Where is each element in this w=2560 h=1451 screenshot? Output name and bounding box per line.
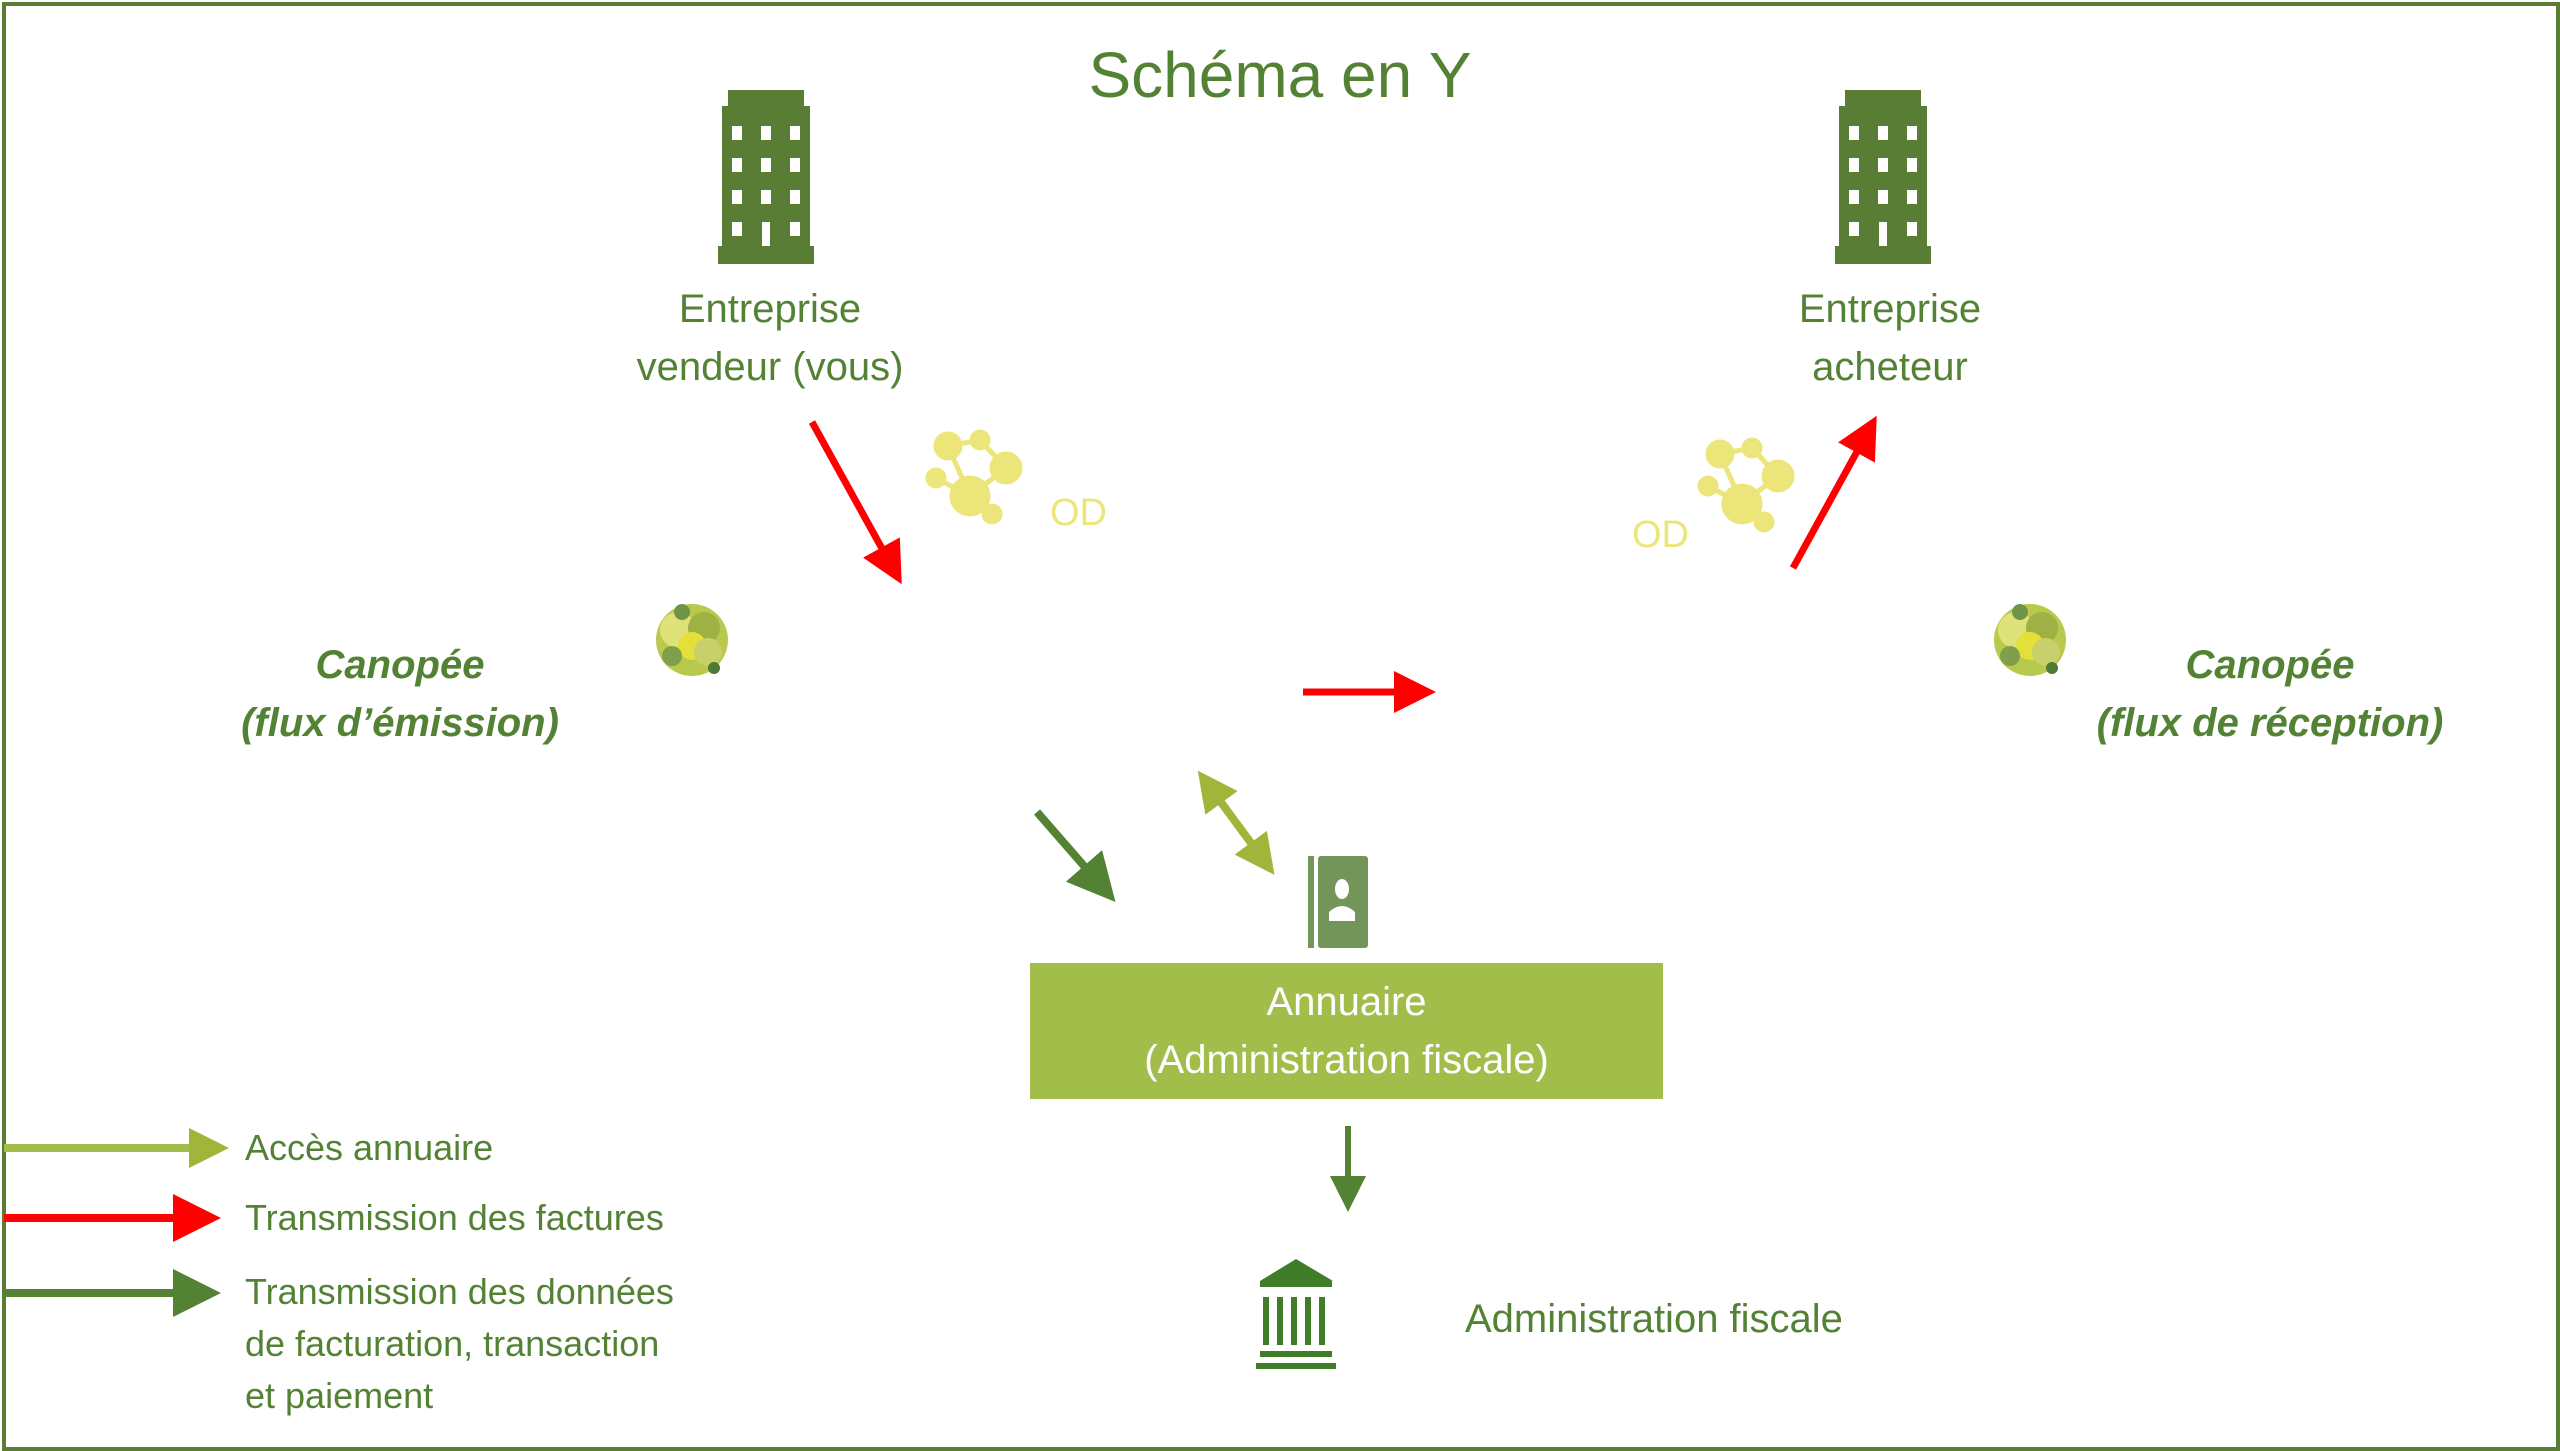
seller-label-line2: vendeur (vous) — [636, 345, 904, 389]
admin-label: Administration fiscale — [1465, 1297, 1843, 1341]
canopee-right-splash-icon — [1994, 604, 2066, 676]
legend-label-factures: Transmission des factures — [245, 1197, 664, 1238]
od-right-network-icon — [1700, 440, 1792, 530]
legend-label-donnees: Transmission des données de facturation,… — [245, 1266, 674, 1422]
buyer-label-line2: acheteur — [1812, 345, 1968, 389]
canopee-right-line2: (flux de réception) — [2096, 701, 2444, 745]
legend-donnees-line3: et paiement — [245, 1375, 434, 1416]
annuaire-access-arrow — [1197, 770, 1275, 875]
legend-donnees-line2: de facturation, transaction — [245, 1323, 660, 1364]
contact-book-icon — [1308, 856, 1368, 948]
buyer-building-icon — [1835, 90, 1931, 264]
canopee-left-label: Canopée (flux d’émission) — [200, 636, 600, 752]
invoice-arrow-pa-to-buyer — [1789, 415, 1877, 570]
legend-label-annuaire: Accès annuaire — [245, 1127, 494, 1168]
seller-building-icon — [718, 90, 814, 264]
legend-donnees-line1: Transmission des données — [245, 1271, 674, 1312]
data-arrow-pa-to-annuaire — [1033, 809, 1116, 903]
canopee-right-label: Canopée (flux de réception) — [2070, 636, 2470, 752]
od-left-network-icon — [928, 432, 1020, 522]
od-right-label: OD — [1632, 514, 1689, 556]
invoice-arrow-seller-to-pa — [808, 420, 902, 585]
buyer-label-line1: Entreprise — [1798, 287, 1982, 331]
od-left-label: OD — [1050, 492, 1107, 534]
seller-label: Entreprise vendeur (vous) — [560, 280, 980, 396]
canopee-right-line1: Canopée — [2185, 643, 2355, 687]
diagram-title: Schéma en Y — [1088, 39, 1472, 111]
canopee-left-splash-icon — [656, 604, 728, 676]
canopee-left-line1: Canopée — [315, 643, 485, 687]
annuaire-subtitle: (Administration fiscale) — [1144, 1038, 1549, 1082]
canopee-left-line2: (flux d’émission) — [241, 701, 559, 745]
seller-label-line1: Entreprise — [678, 287, 862, 331]
bank-building-icon — [1256, 1259, 1336, 1369]
annuaire-box[interactable]: Annuaire (Administration fiscale) — [1030, 963, 1663, 1099]
annuaire-title: Annuaire — [1266, 980, 1427, 1024]
buyer-label: Entreprise acheteur — [1680, 280, 2100, 396]
